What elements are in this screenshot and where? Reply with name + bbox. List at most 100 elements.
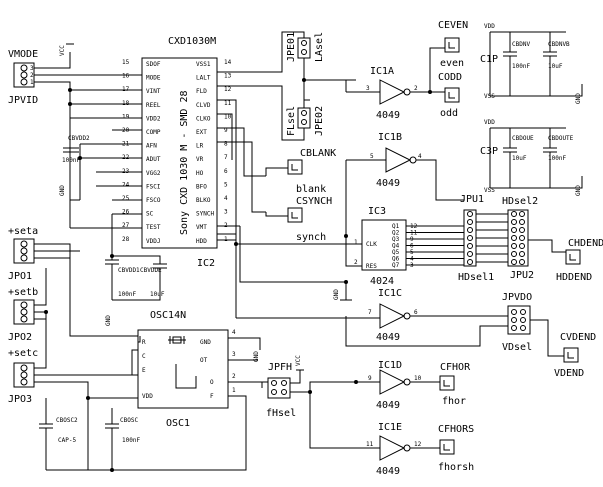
ic1d-inverter: IC1D 9 10 4049	[368, 360, 422, 411]
ic1b-out: 4	[418, 153, 422, 160]
vmode-pin-2: 2	[30, 72, 34, 79]
ic2-pin-name: MODE	[146, 75, 161, 82]
ic1c-part: 4049	[376, 332, 400, 343]
ic2-pin-name: LALT	[196, 75, 211, 82]
cbvdd1-capacitor: CBVDD1 100nF	[105, 214, 140, 300]
jpe02-connector: FLsel JPE02	[286, 106, 325, 136]
ic2-pin-name: VDDJ	[146, 238, 160, 245]
codd-testpoint: CODD odd	[438, 72, 462, 119]
c3p-gnd: GND	[575, 185, 582, 196]
chdend-name: CHDEND	[568, 238, 603, 249]
ic2-pin-name: VDD2	[146, 115, 161, 122]
jpu2-pin	[519, 219, 525, 225]
ic1d-ref: IC1D	[378, 360, 402, 371]
ic2-pin-number: 8	[224, 141, 228, 148]
ic2-pin-number: 9	[224, 127, 228, 134]
ic2-pin-name: BLKO	[196, 197, 211, 204]
ic2-pin-name: SDOF	[146, 61, 161, 68]
ic2-pin-number: 5	[224, 181, 228, 188]
jpu2-connector: HDsel2 JPU2	[502, 196, 538, 281]
jpu2-pin	[511, 235, 517, 241]
jpu2-pin	[519, 251, 525, 257]
c3p-vdd: VDD	[484, 119, 495, 126]
ic2-title: CXD1030M	[168, 36, 216, 47]
cfhor-name: CFHOR	[440, 362, 471, 373]
ic1b-part: 4049	[376, 178, 400, 189]
ic1c-ref: IC1C	[378, 288, 402, 299]
gnd-label-2: GND	[105, 315, 112, 326]
jpu1-pin	[467, 219, 473, 225]
cbosc-val: 100nF	[122, 437, 140, 444]
jpu1-pin	[467, 235, 473, 241]
cbosc-capacitor: CBOSC 100nF	[105, 408, 140, 470]
ic2-ref: IC2	[197, 258, 215, 269]
jp01-connector: +seta JPO1	[8, 226, 38, 282]
ic1c-inverter: IC1C 7 6 4049	[368, 288, 418, 343]
jpu2-pin	[511, 251, 517, 257]
csynch-name: CSYNCH	[296, 196, 332, 207]
cfhors-testpoint: CFHORS fhorsh	[438, 424, 474, 473]
jpu1-ref: JPU1	[460, 194, 484, 205]
ic1d-part: 4049	[376, 400, 400, 411]
ic1e-inverter: IC1E 11 12 4049	[366, 422, 422, 477]
cvdend-label: VDEND	[554, 368, 584, 379]
c1p-cap-a-val: 100nF	[512, 63, 530, 70]
ic1e-in: 11	[366, 441, 374, 448]
ic2-chip: CXD1030M IC2 Sony CXD 1030 M - SMD 28 15…	[122, 36, 232, 269]
ic2-pin-name: VGG2	[146, 170, 161, 177]
c3p-cap-b: CBDOUTE	[548, 135, 574, 142]
ic2-pin-name: VR	[196, 156, 204, 163]
ic2-pin-number: 6	[224, 168, 228, 175]
jpu2-ref: JPU2	[510, 270, 534, 281]
ic2-pin-name: AFN	[146, 143, 157, 150]
ic1e-ref: IC1E	[378, 422, 402, 433]
osc-pin-c: C	[142, 353, 146, 360]
osc-pin-f: F	[210, 393, 214, 400]
vmode-connector: VMODE 3 2 1 JPVID	[8, 49, 38, 106]
cbvdd2-val: 100nF	[62, 157, 80, 164]
ic1b-ref: IC1B	[378, 132, 402, 143]
ic2-pin-name: FSCO	[146, 197, 161, 204]
osc-pin-e: E	[142, 367, 146, 374]
gnd-label-3: GND	[253, 351, 260, 362]
jpu1-connector: JPU1 HDsel1	[458, 194, 494, 283]
cfhors-name: CFHORS	[438, 424, 474, 435]
ic1d-out: 10	[414, 375, 422, 382]
ic1b-in: 5	[370, 153, 374, 160]
osc-pin-vdd: VDD	[142, 393, 153, 400]
vcc-label-2: VCC	[295, 355, 302, 366]
ic2-pin-name: FSCI	[146, 183, 161, 190]
ic2-pin-name: ADUT	[146, 156, 161, 163]
ic3-clk: CLK	[366, 241, 377, 248]
osc-num-3: 3	[232, 351, 236, 358]
ic2-pin-name: COMP	[146, 129, 161, 136]
ic1c-in: 7	[368, 309, 372, 316]
c3p-ref: C3P	[480, 146, 498, 157]
cfhor-testpoint: CFHOR fhor	[439, 362, 471, 407]
csynch-testpoint: CSYNCH synch	[287, 196, 332, 243]
ic2-pin-name: BFO	[196, 183, 207, 190]
ic2-pin-number: 16	[122, 73, 130, 80]
jp03-title: +setc	[8, 348, 38, 359]
c3p-cap-b-val: 100nF	[548, 155, 566, 162]
cfhors-label: fhorsh	[438, 462, 474, 473]
vcc-label-1: VCC	[59, 45, 66, 56]
ic2-pin-number: 23	[122, 168, 130, 175]
cbvdd2-ref: CBVDD2	[68, 135, 90, 142]
ic1c-out: 6	[414, 309, 418, 316]
ceven-label: even	[440, 58, 464, 69]
ic2-pin-number: 12	[224, 86, 232, 93]
gnd-label-4: GND	[333, 289, 340, 300]
jpu2-pin	[511, 259, 517, 265]
ic2-pin-number: 25	[122, 195, 130, 202]
ic3-output-label: Q2	[392, 230, 400, 237]
cbvdde-capacitor: CBVDDE 10uF	[112, 255, 167, 301]
ic2-pin-number: 28	[122, 236, 130, 243]
jpfh-connector: JPFH fHsel	[266, 362, 296, 419]
c3p-cap-a-val: 10uF	[512, 155, 527, 162]
chdend-testpoint: CHDEND HDDEND	[556, 238, 603, 283]
